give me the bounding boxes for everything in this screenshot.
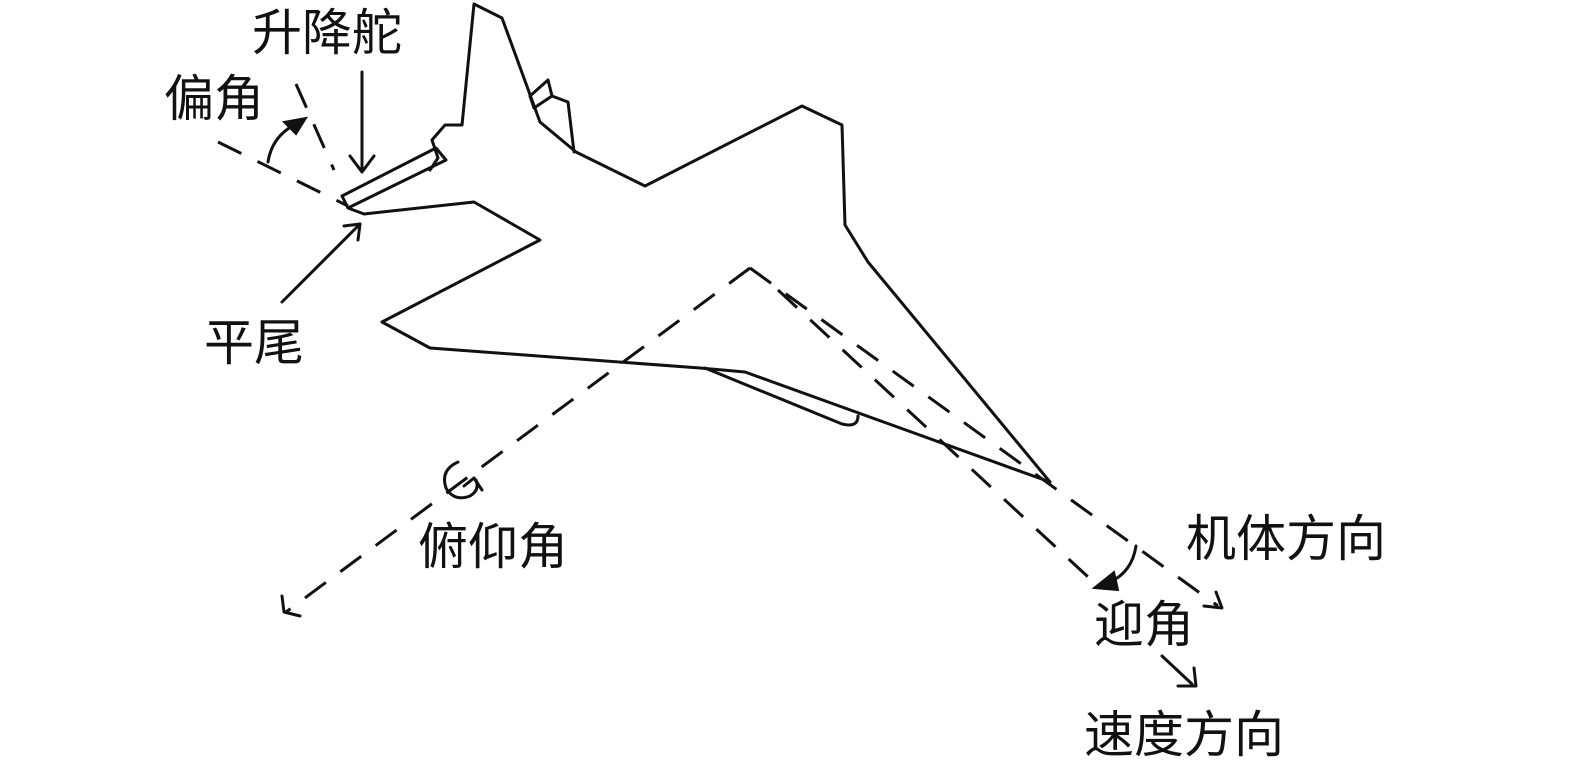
velocity-axis-line <box>776 288 1102 590</box>
ventral-pod <box>703 366 860 427</box>
velocity-direction-label: 速度方向 <box>1084 706 1284 764</box>
vertical-fin-strip <box>528 94 554 110</box>
velocity-axis-extension <box>1160 654 1194 686</box>
yaw-reference-line <box>217 140 349 208</box>
lower-body-edge <box>698 366 1052 484</box>
body-axis-line <box>749 266 1219 608</box>
body-axis-arrowhead <box>1202 590 1224 610</box>
tail-pointer-line <box>280 222 362 304</box>
tail-pointer-arrowhead <box>342 222 362 242</box>
pitch-rotation-arrowhead <box>462 476 484 492</box>
aircraft-outline <box>340 2 1052 484</box>
horizontal-tail <box>346 200 702 370</box>
attack-angle-arrowhead <box>1091 570 1120 592</box>
velocity-axis-arrowhead <box>1176 666 1198 688</box>
angle-of-attack-label: 迎角 <box>1094 596 1194 654</box>
yaw-elevator-line <box>294 83 336 171</box>
elevator-label: 升降舵 <box>252 4 402 62</box>
horizontal-tail-label: 平尾 <box>204 314 304 372</box>
body-direction-label: 机体方向 <box>1186 510 1386 568</box>
yaw-angle-arrowhead <box>281 116 309 136</box>
pitch-rotation-icon <box>443 460 479 500</box>
yaw-angle-label: 偏角 <box>164 70 264 128</box>
elevator-pointer-arrowhead <box>348 154 376 174</box>
pitch-angle-label: 俯仰角 <box>418 518 568 576</box>
pitch-axis-arrowhead <box>280 594 302 618</box>
fuselage-and-wing-outline <box>428 2 1052 484</box>
pitch-axis-line <box>285 266 751 614</box>
elevator-strip <box>340 146 448 210</box>
